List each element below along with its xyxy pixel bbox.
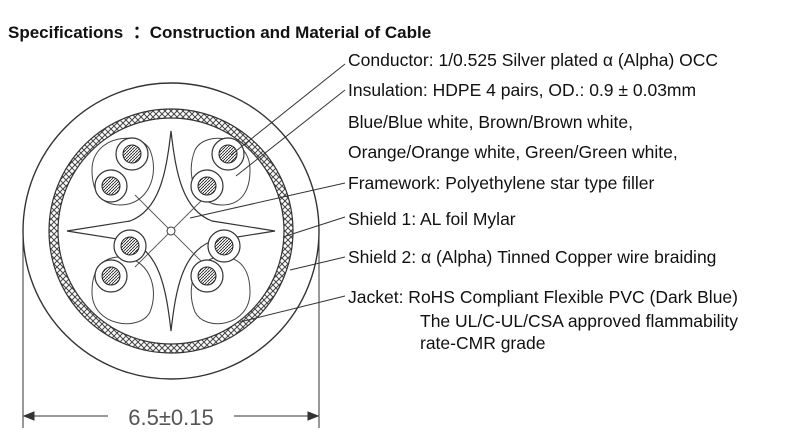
wire-conductor — [214, 236, 234, 256]
spec-jacket: Jacket: RoHS Compliant Flexible PVC (Dar… — [348, 287, 738, 307]
jacket-notes: The UL/C-UL/CSA approved flammability ra… — [420, 310, 738, 354]
star-filler-center — [166, 226, 176, 236]
wire-pair-top-left — [91, 137, 154, 206]
page-title: Specifications ：Construction and Materia… — [8, 18, 431, 43]
wire-conductor — [197, 266, 217, 286]
spec-colors-line-1: Blue/Blue white, Brown/Brown white, — [348, 112, 633, 132]
spec-shield-1: Shield 1: AL foil Mylar — [348, 209, 516, 229]
jacket-note-line: The UL/C-UL/CSA approved flammability — [420, 311, 739, 331]
wire-pair-bottom-left — [91, 229, 154, 325]
spec-insulation: Insulation: HDPE 4 pairs, OD.: 0.9 ± 0.0… — [348, 80, 697, 100]
wire-pair-top-right — [190, 137, 251, 206]
leader-shield-2 — [289, 256, 346, 271]
leader-insulation — [235, 89, 346, 177]
title-subtitle: Construction and Material of Cable — [149, 23, 432, 42]
dimension-arrowhead-right — [307, 411, 320, 421]
dimension-line — [22, 234, 320, 428]
leader-lines — [189, 63, 346, 323]
wire-conductor — [101, 176, 121, 196]
wire-conductor — [218, 144, 238, 164]
wire-conductor — [122, 144, 142, 164]
spec-conductor: Conductor: 1/0.525 Silver plated α (Alph… — [348, 50, 719, 70]
leader-shield-1 — [282, 216, 346, 238]
spec-framework: Framework: Polyethylene star type filler — [348, 173, 655, 193]
leader-jacket — [239, 295, 346, 323]
leader-framework — [189, 182, 346, 219]
wire-conductor — [101, 266, 121, 286]
wire-pair-bottom-right — [190, 229, 251, 325]
leader-conductor — [230, 63, 346, 156]
wire-conductor — [197, 176, 217, 196]
spec-shield-2: Shield 2: α (Alpha) Tinned Copper wire b… — [348, 247, 717, 267]
pair-wrap — [190, 256, 251, 325]
wire-conductor — [120, 236, 140, 256]
spec-colors-line-2: Orange/Orange white, Green/Green white, — [348, 142, 678, 162]
dimension-arrowhead-left — [22, 411, 35, 421]
jacket-note-line: rate-CMR grade — [420, 333, 546, 353]
title-label: Specifications — [8, 23, 124, 42]
title-separator: ： — [132, 23, 150, 42]
dimension-label: 6.5±0.15 — [128, 405, 213, 430]
